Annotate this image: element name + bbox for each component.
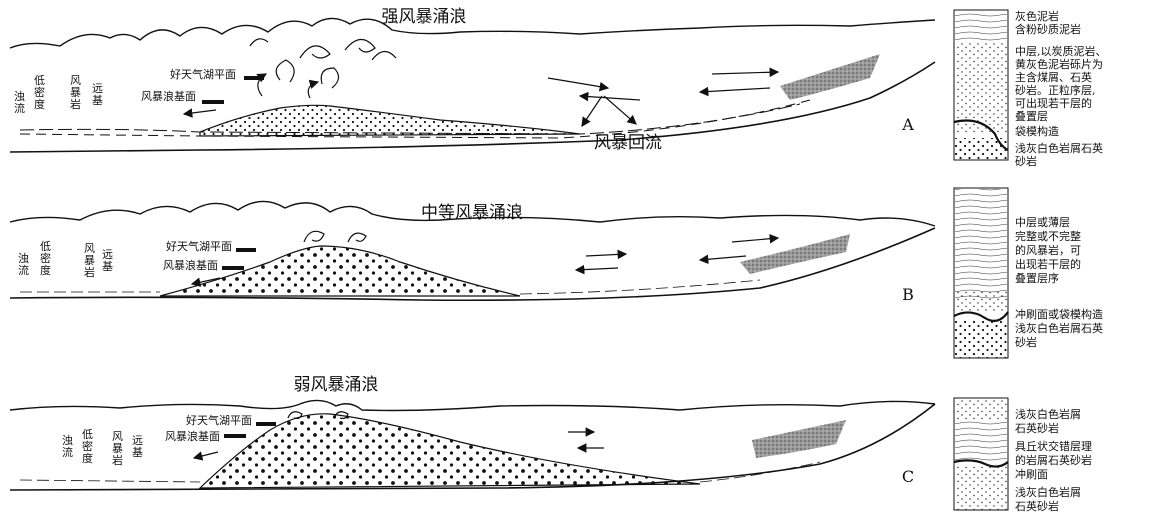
fairweather-level-label: 好天气湖平面 (186, 413, 252, 427)
storm-base-level-marker (222, 266, 244, 270)
svg-text:叠置层: 叠置层 (1015, 110, 1048, 123)
offshore-arrow (700, 88, 770, 92)
svg-text:叠置层序: 叠置层序 (1015, 271, 1059, 285)
panel-a: 强风暴涌浪 好天气湖平面 风暴浪基面 风暴回流 A 浊 流 低 密 度 风 暴 … (10, 7, 1107, 168)
onshore-arrow (732, 238, 778, 242)
svg-text:岩: 岩 (112, 453, 123, 467)
svg-text:密: 密 (82, 439, 93, 453)
storm-wave-base-label: 风暴浪基面 (165, 429, 220, 443)
basin-arrow (184, 110, 216, 114)
svg-text:的风暴岩，可: 的风暴岩，可 (1015, 243, 1081, 257)
sand-layer (20, 480, 200, 482)
svg-text:流: 流 (62, 445, 73, 459)
svg-text:可出现若干层的: 可出现若干层的 (1015, 96, 1092, 110)
offshore-arrow (576, 268, 618, 270)
vertical-labels: 浊 流 低 密 度 风 暴 岩 远 基 (18, 240, 113, 279)
panel-letter-a: A (901, 115, 914, 134)
wave-curl (304, 231, 324, 242)
wave-curl (300, 46, 330, 58)
svg-text:流: 流 (18, 263, 29, 277)
strong-storm-surge-label: 强风暴涌浪 (382, 7, 467, 27)
column-notes-c: 浅灰白色岩屑 石英砂岩 具丘状交错层理 的岩屑石英砂岩 冲刷面 浅灰白色岩屑 石… (1015, 407, 1092, 513)
svg-text:中层,以炭质泥岩、: 中层,以炭质泥岩、 (1015, 44, 1107, 58)
basin-floor (10, 62, 935, 152)
offshore-arrow (700, 256, 746, 260)
svg-text:的岩屑石英砂岩: 的岩屑石英砂岩 (1015, 453, 1092, 467)
svg-text:砂岩: 砂岩 (1015, 335, 1037, 349)
panel-letter-c: C (902, 467, 914, 486)
svg-text:岩: 岩 (84, 265, 95, 279)
svg-text:冲刷面: 冲刷面 (1015, 467, 1048, 481)
sand-layer (700, 462, 820, 482)
nearshore-sand (752, 420, 846, 458)
fairweather-level-label: 好天气湖平面 (166, 239, 232, 253)
svg-text:基: 基 (132, 446, 143, 459)
storm-return-flow-label: 风暴回流 (594, 133, 662, 153)
onshore-arrow (712, 72, 778, 74)
fairweather-level-label: 好天气湖平面 (170, 67, 236, 81)
storm-base-level-marker (224, 434, 246, 438)
svg-text:完整或不完整: 完整或不完整 (1015, 229, 1081, 243)
svg-text:岩: 岩 (70, 97, 81, 111)
svg-text:浅灰白色岩屑石英: 浅灰白色岩屑石英 (1015, 141, 1103, 155)
vertical-labels: 浊 流 低 密 度 风 暴 岩 远 基 (62, 428, 143, 467)
water-surface-line (10, 400, 935, 410)
basin-arrow (194, 452, 218, 458)
svg-text:密: 密 (40, 251, 51, 265)
column-notes-b: 中层或薄层 完整或不完整 的风暴岩，可 出现若干层的 叠置层序 冲刷面或袋模构造… (1015, 215, 1103, 349)
wave-curl (250, 39, 268, 46)
vertical-labels: 浊 流 低 密 度 风 暴 岩 远 基 (14, 74, 103, 115)
svg-text:冲刷面或袋模构造: 冲刷面或袋模构造 (1015, 307, 1103, 321)
nearshore-sand (780, 54, 880, 100)
svg-text:主含煤屑、石英: 主含煤屑、石英 (1015, 70, 1092, 84)
svg-text:灰色泥岩: 灰色泥岩 (1015, 9, 1059, 23)
storm-wave-base-label: 风暴浪基面 (141, 89, 196, 103)
fairweather-level-marker (244, 76, 264, 80)
wave-curl (372, 51, 396, 60)
svg-text:基: 基 (92, 94, 103, 107)
wave-curl (321, 68, 338, 88)
panel-letter-b: B (902, 285, 914, 304)
svg-text:浅灰白色岩屑: 浅灰白色岩屑 (1015, 407, 1081, 421)
circulation-arrow (308, 82, 318, 98)
panel-c: 弱风暴涌浪 好天气湖平面 风暴浪基面 C 浊 流 低 密 度 风 暴 岩 远 基… (10, 375, 1092, 513)
svg-text:流: 流 (14, 101, 25, 115)
svg-text:含粉砂质泥岩: 含粉砂质泥岩 (1015, 22, 1081, 36)
wave-curl (345, 39, 375, 52)
sand-body (200, 105, 580, 136)
svg-text:度: 度 (82, 451, 93, 465)
column-notes-a: 灰色泥岩 含粉砂质泥岩 中层,以炭质泥岩、 黄灰色泥岩砾片为 主含煤屑、石英 砂… (1015, 9, 1107, 168)
wave-curl (348, 233, 366, 242)
svg-text:砂岩。正粒序层,: 砂岩。正粒序层, (1015, 83, 1096, 97)
svg-text:袋模构造: 袋模构造 (1015, 124, 1059, 138)
return-flow-arrow (582, 96, 602, 126)
svg-text:基: 基 (102, 260, 113, 273)
onshore-arrow (548, 78, 608, 88)
storm-wave-base-label: 风暴浪基面 (163, 258, 218, 272)
offshore-arrow (580, 96, 640, 100)
water-surface-line (10, 18, 935, 48)
medium-storm-surge-label: 中等风暴涌浪 (421, 203, 523, 223)
svg-text:度: 度 (34, 97, 45, 111)
panel-b: 中等风暴涌浪 好天气湖平面 风暴浪基面 B 浊 流 低 密 度 风 暴 岩 远 … (10, 188, 1103, 358)
svg-text:黄灰色泥岩砾片为: 黄灰色泥岩砾片为 (1015, 57, 1103, 71)
onshore-arrow (586, 254, 626, 256)
svg-text:密: 密 (34, 85, 45, 99)
fairweather-level-marker (236, 248, 256, 252)
return-flow-arrow (604, 96, 636, 124)
storm-base-level-marker (202, 100, 224, 104)
svg-text:中层或薄层: 中层或薄层 (1015, 215, 1070, 229)
svg-text:砂岩: 砂岩 (1015, 154, 1037, 168)
svg-text:浅灰白色岩屑: 浅灰白色岩屑 (1015, 485, 1081, 499)
svg-text:石英砂岩: 石英砂岩 (1015, 499, 1059, 513)
svg-text:石英砂岩: 石英砂岩 (1015, 421, 1059, 435)
svg-text:度: 度 (40, 263, 51, 277)
svg-text:浅灰白色岩屑石英: 浅灰白色岩屑石英 (1015, 321, 1103, 335)
wave-curl (276, 60, 294, 82)
svg-text:出现若干层的: 出现若干层的 (1015, 257, 1081, 271)
svg-text:具丘状交错层理: 具丘状交错层理 (1015, 439, 1092, 453)
weak-storm-surge-label: 弱风暴涌浪 (294, 375, 379, 395)
fairweather-level-marker (256, 422, 276, 426)
